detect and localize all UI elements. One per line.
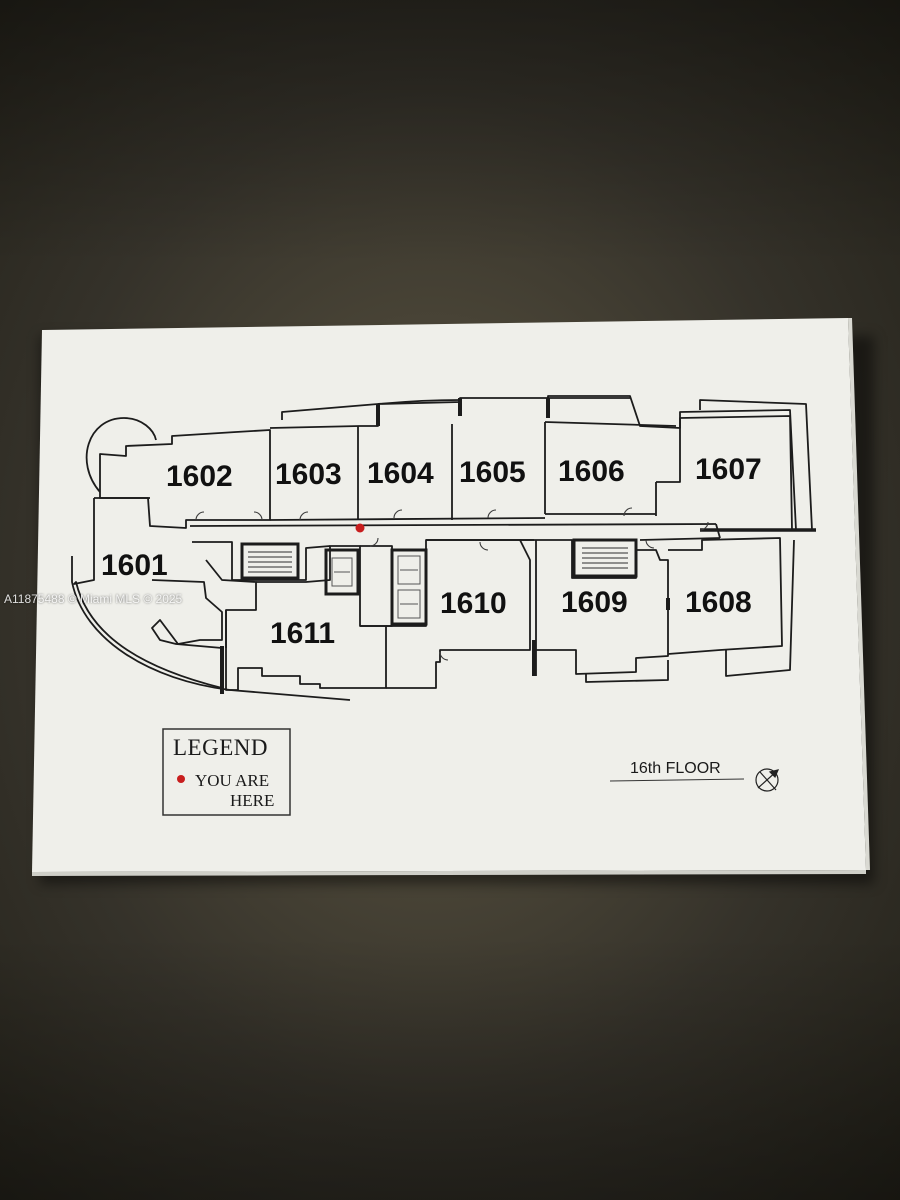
- floor-label-underline: [609, 778, 745, 782]
- plaque-edge-bottom: [32, 870, 866, 876]
- unit-label-1603: 1603: [275, 458, 342, 491]
- legend-item-line1: YOU ARE: [195, 771, 269, 790]
- unit-label-1601: 1601: [101, 549, 168, 582]
- balcony-top: [281, 397, 813, 531]
- unit-1602-walls: [99, 429, 271, 529]
- unit-label-1608: 1608: [685, 586, 752, 619]
- floor-label: 16th FLOOR: [630, 760, 721, 777]
- unit-1601-walls: [73, 497, 223, 692]
- legend-box: LEGEND YOU ARE HERE: [162, 728, 291, 816]
- unit-label-1605: 1605: [459, 456, 526, 489]
- compass-icon: [755, 768, 780, 792]
- unit-1611-walls: [225, 545, 387, 691]
- legend-dot-icon: [177, 775, 185, 783]
- watermark-text: A11875488 © Miami MLS © 2025: [4, 592, 183, 606]
- plaque-edge-right: [848, 318, 870, 870]
- elevator-icon: [324, 548, 360, 596]
- unit-1603-1605-bottom: [269, 517, 546, 521]
- unit-label-1607: 1607: [695, 453, 762, 486]
- stairs-icon: [572, 538, 638, 578]
- unit-1608-walls: [667, 537, 783, 655]
- unit-label-1609: 1609: [561, 586, 628, 619]
- unit-1601-balcony: [71, 556, 351, 701]
- elevator-icon: [390, 548, 428, 626]
- unit-label-1611: 1611: [270, 617, 335, 650]
- legend-title: LEGEND: [173, 735, 268, 760]
- unit-label-1610: 1610: [440, 587, 507, 620]
- balcony-1608: [725, 539, 795, 677]
- you-are-here-dot-icon: [355, 523, 365, 533]
- floor-plan-walls: [71, 395, 816, 701]
- unit-label-1606: 1606: [558, 455, 625, 488]
- terrace-circle: [85, 417, 157, 493]
- door-swings: [195, 507, 709, 661]
- balcony-1609: [585, 660, 669, 683]
- unit-label-1602: 1602: [166, 460, 233, 493]
- stairs-icon: [240, 542, 300, 580]
- plaque-board: [32, 318, 866, 872]
- unit-1606-walls: [544, 421, 677, 515]
- legend-item-line2: HERE: [230, 791, 274, 810]
- unit-label-1604: 1604: [367, 457, 434, 490]
- corridor-top: [189, 523, 717, 527]
